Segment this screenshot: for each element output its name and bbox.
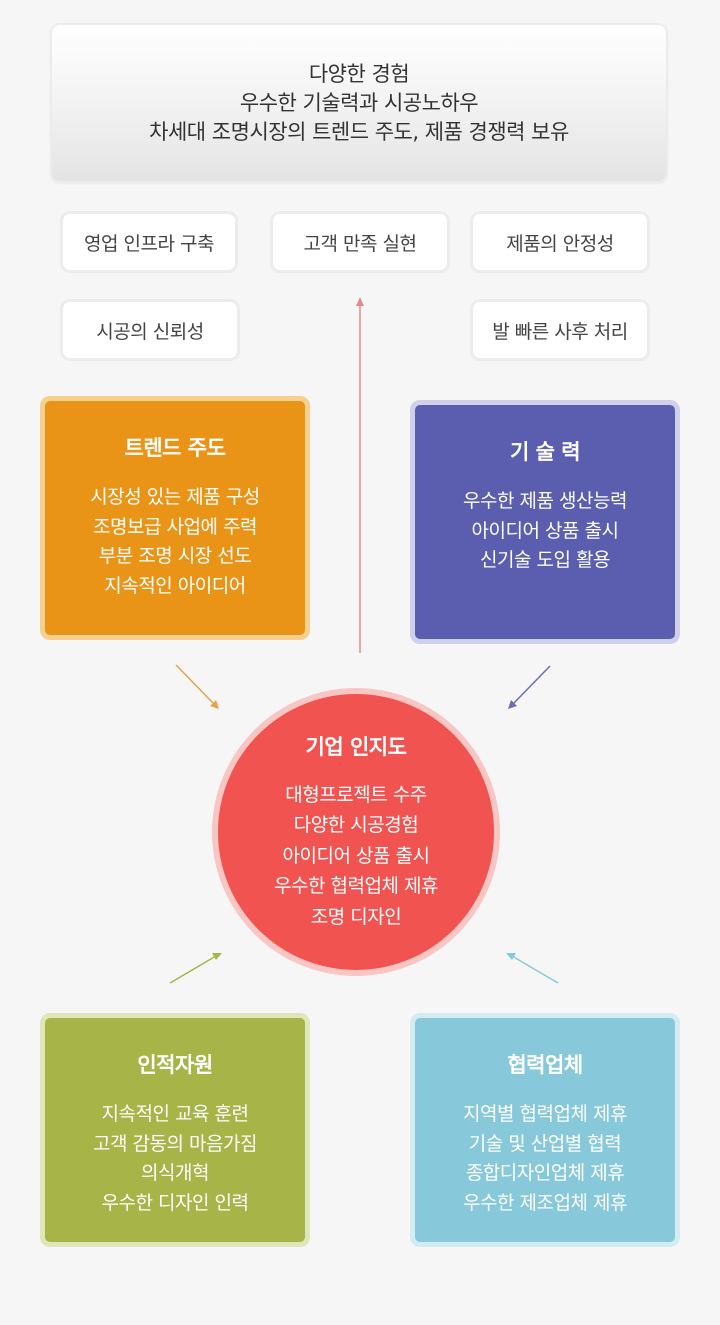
pill-sales-infra: 영업 인프라 구축 xyxy=(60,211,238,273)
banner-line: 우수한 기술력과 시공노하우 xyxy=(239,90,479,115)
center-item: 조명 디자인 xyxy=(310,905,402,928)
center-item: 아이디어 상품 출시 xyxy=(282,844,430,867)
card-item: 종합디자인업체 제휴 xyxy=(465,1162,625,1184)
card-human-resources: 인적자원 지속적인 교육 훈련 고객 감동의 마음가짐 의식개혁 우수한 디자인… xyxy=(40,1013,310,1247)
arrow-partner-head xyxy=(506,953,516,960)
center-title: 기업 인지도 xyxy=(305,734,407,759)
pill-construction-trust: 시공의 신뢰성 xyxy=(60,299,240,361)
card-partners: 협력업체 지역별 협력업체 제휴 기술 및 산업별 협력 종합디자인업체 제휴 … xyxy=(410,1013,680,1247)
card-item: 기술 및 산업별 협력 xyxy=(468,1132,622,1155)
pill-label: 시공의 신뢰성 xyxy=(96,320,204,343)
card-item: 지속적인 교육 훈련 xyxy=(101,1103,249,1125)
card-item: 신기술 도입 활용 xyxy=(480,549,610,571)
card-trend: 트렌드 주도 시장성 있는 제품 구성 조명보급 사업에 주력 부분 조명 시장… xyxy=(40,396,310,640)
card-item: 지속적인 아이디어 xyxy=(104,574,246,597)
card-technology: 기 술 력 우수한 제품 생산능력 아이디어 상품 출시 신기술 도입 활용 xyxy=(410,400,680,644)
card-item: 우수한 디자인 인력 xyxy=(101,1191,249,1214)
pill-after-service: 발 빠른 사후 처리 xyxy=(470,299,650,361)
pill-customer-satisfaction: 고객 만족 실현 xyxy=(270,211,450,273)
card-item: 아이디어 상품 출시 xyxy=(471,519,619,542)
card-item: 부분 조명 시장 선도 xyxy=(98,545,252,567)
center-item: 다양한 시공경험 xyxy=(293,814,419,837)
banner-line: 차세대 조명시장의 트렌드 주도, 제품 경쟁력 보유 xyxy=(149,119,569,144)
pill-product-stability: 제품의 안정성 xyxy=(470,211,650,273)
summary-banner: 다양한 경험 우수한 기술력과 시공노하우 차세대 조명시장의 트렌드 주도, … xyxy=(50,23,668,183)
arrow-tech-line xyxy=(512,665,551,705)
pill-label: 제품의 안정성 xyxy=(506,232,614,255)
center-item: 우수한 협력업체 제휴 xyxy=(274,875,438,898)
card-title: 기 술 력 xyxy=(509,440,581,464)
arrow-tech-head xyxy=(508,700,517,709)
arrow-partner-line xyxy=(511,955,559,984)
card-title: 협력업체 xyxy=(507,1053,583,1077)
card-item: 우수한 제품 생산능력 xyxy=(463,490,627,512)
card-item: 조명보급 사업에 주력 xyxy=(93,515,257,538)
banner-line: 다양한 경험 xyxy=(308,61,410,86)
center-corporate-recognition: 기업 인지도 대형프로젝트 수주 다양한 시공경험 아이디어 상품 출시 우수한… xyxy=(212,688,500,976)
card-title: 트렌드 주도 xyxy=(124,436,226,460)
arrow-trend-line xyxy=(175,664,215,705)
card-item: 시장성 있는 제품 구성 xyxy=(90,486,260,508)
card-item: 의식개혁 xyxy=(141,1162,209,1184)
card-title: 인적자원 xyxy=(137,1053,213,1077)
arrow-hr-head xyxy=(212,953,222,960)
arrow-hr-line xyxy=(169,955,217,984)
card-item: 우수한 제조업체 제휴 xyxy=(463,1191,627,1214)
card-item: 고객 감동의 마음가짐 xyxy=(93,1132,257,1155)
center-item: 대형프로젝트 수주 xyxy=(285,783,427,806)
pill-label: 발 빠른 사후 처리 xyxy=(492,320,628,343)
card-item: 지역별 협력업체 제휴 xyxy=(463,1103,627,1125)
arrow-trend-head xyxy=(210,700,219,709)
pill-label: 영업 인프라 구축 xyxy=(84,232,214,255)
pill-label: 고객 만족 실현 xyxy=(303,232,417,255)
arrow-up-head xyxy=(356,297,364,306)
